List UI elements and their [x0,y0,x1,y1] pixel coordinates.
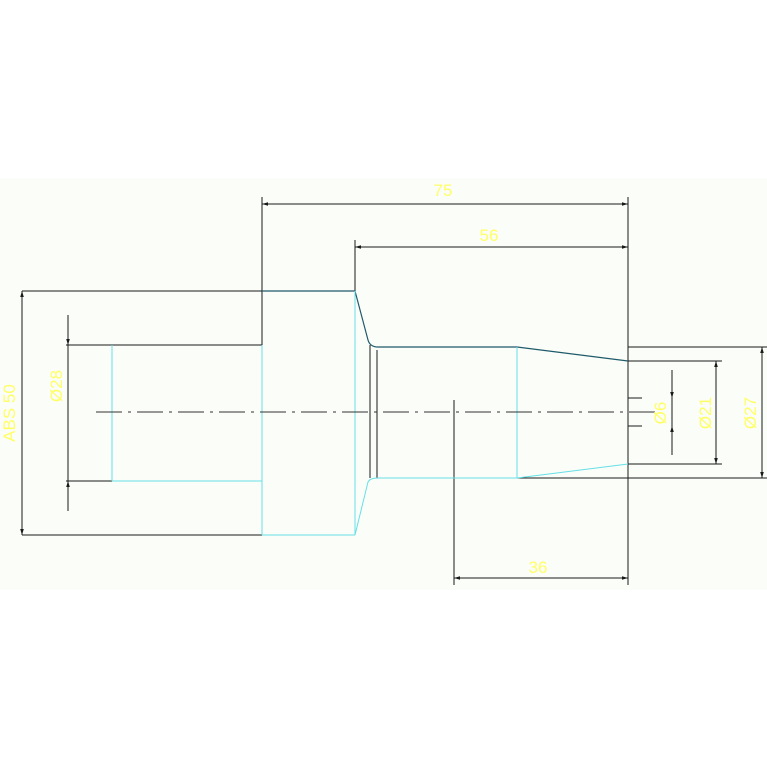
dim-d27-text: Ø27 [741,397,760,429]
drawing-area [0,178,767,590]
dim-36-text: 36 [529,558,548,577]
taper-edges [262,290,629,362]
dim-d28-text: Ø28 [47,370,66,402]
dim-56-text: 56 [480,226,499,245]
dim-abs50-text: ABS 50 [0,384,19,442]
dim-d21-text: Ø21 [696,397,715,429]
dim-d6-text: Ø6 [651,402,670,425]
dimension-lines [20,202,764,580]
dim-75-text: 75 [434,181,453,200]
